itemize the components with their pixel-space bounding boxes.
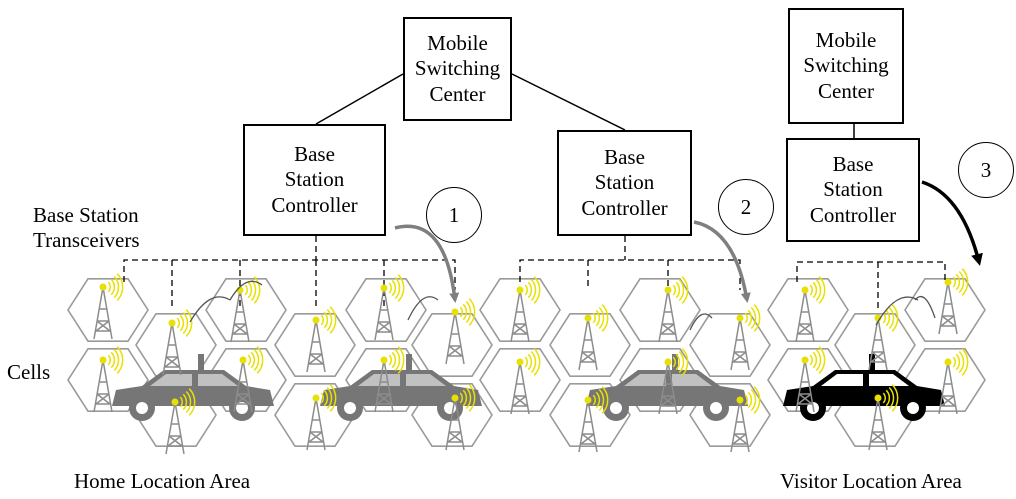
- hexagon-cell-icon: [205, 277, 287, 343]
- base-station-controller-3: Base Station Controller: [786, 138, 920, 242]
- base-station-controller-2: Base Station Controller: [557, 130, 692, 236]
- hexagon-cell-icon: [479, 277, 561, 343]
- handoff-curve: [875, 296, 919, 326]
- handoff-curve: [914, 295, 936, 319]
- cell-tower-icon: [230, 276, 261, 343]
- radio-wave-icon: [320, 384, 337, 412]
- hexagon-cell-icon: [689, 312, 771, 378]
- hexagon-cell-icon: [619, 277, 701, 343]
- handoff-curve: [229, 280, 263, 301]
- radio-wave-icon: [882, 304, 899, 332]
- radio-wave-icon: [388, 274, 405, 302]
- cell-tower-icon: [795, 346, 826, 413]
- car-icon: [320, 354, 482, 421]
- msc-bsc-connector: [511, 73, 626, 131]
- handoff-curve: [407, 296, 439, 321]
- cell-towers: [93, 268, 969, 455]
- handoff-curve: [189, 296, 231, 323]
- cell-tower-icon: [938, 268, 969, 335]
- cell-tower-icon: [938, 348, 969, 415]
- cell-tower-icon: [374, 346, 405, 413]
- base-station-controller-1: Base Station Controller: [243, 124, 386, 236]
- cell-tower-icon: [730, 386, 761, 453]
- radio-wave-icon: [809, 276, 826, 304]
- radio-wave-icon: [524, 276, 541, 304]
- cell-tower-icon: [795, 276, 826, 343]
- msc-bsc-connector: [315, 73, 404, 125]
- cell-tower-icon: [93, 346, 124, 413]
- handoff-arrow-3: [921, 180, 983, 266]
- cells-label: Cells: [7, 360, 51, 384]
- radio-wave-icon: [592, 386, 609, 414]
- cell-tower-icon: [306, 384, 337, 451]
- radio-wave-icon: [952, 268, 969, 296]
- base-station-transceivers-label: Base Station Transceivers: [33, 203, 140, 253]
- cell-tower-icon: [93, 273, 124, 340]
- radio-wave-icon: [672, 276, 689, 304]
- radio-wave-icon: [107, 273, 124, 301]
- step-1-marker: 1: [426, 187, 482, 243]
- mobile-switching-center-2: Mobile Switching Center: [788, 8, 904, 124]
- handoff-curve: [689, 313, 713, 331]
- dashed-bus-visitor: [796, 261, 946, 282]
- radio-wave-icon: [952, 348, 969, 376]
- car-icon: [783, 354, 945, 421]
- radio-wave-icon: [809, 346, 826, 374]
- hexagon-cell-icon: [479, 347, 561, 413]
- dashed-bus-home: [123, 259, 456, 290]
- cell-tower-icon: [658, 348, 689, 415]
- radio-wave-icon: [459, 384, 476, 412]
- cell-tower-icon: [578, 304, 609, 371]
- cell-tower-icon: [162, 309, 193, 376]
- radio-wave-icon: [179, 388, 196, 416]
- cell-tower-icon: [445, 384, 476, 451]
- handoff-arrows: [189, 180, 983, 331]
- cell-tower-icon: [445, 298, 476, 365]
- hexagon-cell-icon: [411, 312, 493, 378]
- handoff-arrow-1: [394, 224, 460, 303]
- step-2-marker: 2: [718, 179, 774, 235]
- radio-wave-icon: [672, 348, 689, 376]
- home-location-area-label: Home Location Area: [74, 469, 251, 493]
- radio-wave-icon: [744, 304, 761, 332]
- cell-tower-icon: [306, 306, 337, 373]
- cell-tower-icon: [233, 346, 264, 413]
- cell-tower-icon: [868, 304, 899, 371]
- radio-wave-icon: [459, 298, 476, 326]
- cell-tower-icon: [730, 304, 761, 371]
- cars: [112, 354, 945, 421]
- cell-tower-icon: [510, 276, 541, 343]
- step-3-marker: 3: [958, 142, 1014, 198]
- cell-tower-icon: [658, 276, 689, 343]
- visitor-location-area-label: Visitor Location Area: [780, 469, 962, 493]
- cell-tower-icon: [510, 348, 541, 415]
- handoff-arrow-2: [693, 220, 751, 303]
- radio-wave-icon: [176, 309, 193, 337]
- hexagon-cell-icon: [904, 277, 986, 343]
- radio-wave-icon: [592, 304, 609, 332]
- hexagon-cell-icon: [67, 277, 149, 343]
- radio-wave-icon: [320, 306, 337, 334]
- radio-wave-icon: [524, 348, 541, 376]
- radio-wave-icon: [247, 346, 264, 374]
- radio-wave-icon: [388, 346, 405, 374]
- radio-wave-icon: [107, 346, 124, 374]
- cell-tower-icon: [165, 388, 196, 455]
- dashed-bus-middle: [519, 259, 741, 290]
- radio-wave-icon: [882, 384, 899, 412]
- mobile-switching-center-1: Mobile Switching Center: [403, 17, 512, 121]
- msc-to-bsc-links: [315, 73, 855, 138]
- hexagon-cell-icon: [549, 312, 631, 378]
- cell-tower-icon: [578, 386, 609, 453]
- car-icon: [112, 354, 274, 421]
- radio-wave-icon: [744, 386, 761, 414]
- cell-tower-icon: [374, 274, 405, 341]
- cell-tower-icon: [868, 384, 899, 451]
- controller-to-transceiver-links: [123, 236, 946, 310]
